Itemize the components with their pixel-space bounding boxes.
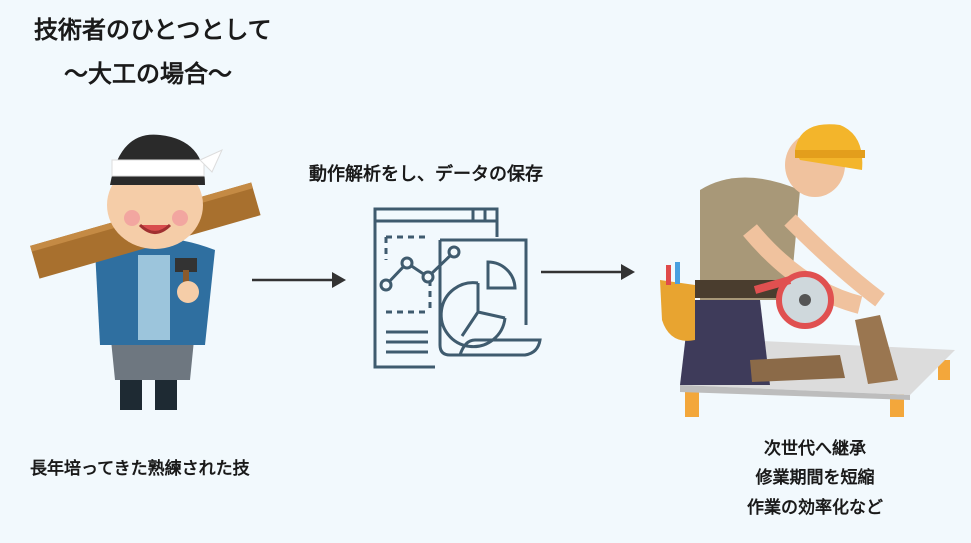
- arrow-right-icon: [541, 264, 635, 280]
- arrow-right-icon: [252, 272, 346, 288]
- title-line-1: 技術者のひとつとして: [34, 16, 272, 44]
- carpenter-illustration: [30, 134, 261, 410]
- analysis-caption: 動作解析をし、データの保存: [309, 164, 543, 185]
- benefit-line: 修業期間を短縮: [755, 468, 875, 488]
- skill-caption: 長年培ってきた熟練された技: [30, 459, 250, 479]
- title-line-2: 〜大工の場合〜: [64, 60, 232, 88]
- benefit-line: 作業の効率化など: [747, 498, 883, 518]
- worker-with-saw-illustration: [660, 124, 955, 417]
- data-analysis-report-icon: [373, 207, 542, 369]
- benefit-line: 次世代へ継承: [764, 439, 866, 459]
